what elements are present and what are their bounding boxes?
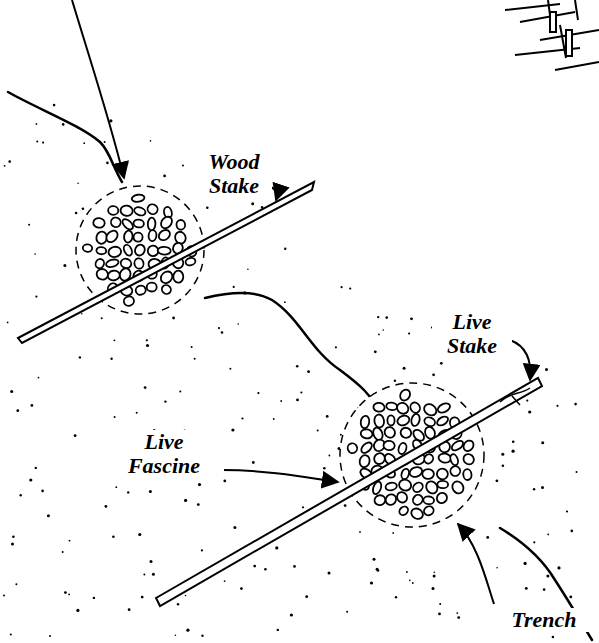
- slope-line: [8, 92, 592, 640]
- part-label: Live Fascine: [104, 430, 224, 478]
- live-stake: [156, 378, 542, 606]
- soil-stipple: [3, 104, 578, 639]
- part-label: Live Stake: [432, 310, 512, 358]
- vegetation-sketch: [505, 0, 599, 70]
- leader-arrow: [72, 0, 530, 604]
- wood-stake: [18, 182, 314, 343]
- part-label: Wood Stake: [196, 150, 272, 198]
- part-label: Trench: [497, 608, 591, 632]
